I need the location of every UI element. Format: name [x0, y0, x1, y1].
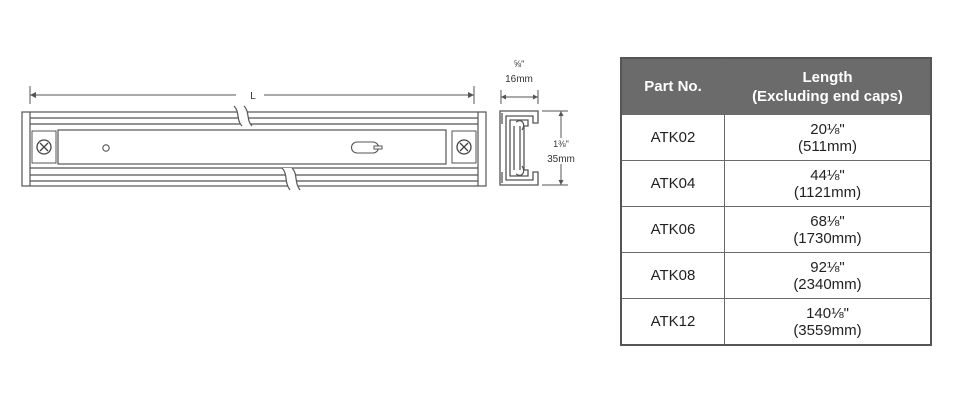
length-cell: 92⅛" (2340mm) [724, 252, 932, 299]
header-part-no: Part No. [620, 57, 725, 115]
part-number-cell: ATK06 [620, 206, 725, 253]
part-number-cell: ATK12 [620, 298, 725, 346]
width-dimension [500, 90, 539, 104]
height-dimension [542, 110, 568, 186]
end-plate-right [451, 130, 477, 164]
length-cell: 44⅛" (1121mm) [724, 160, 932, 207]
table-row: ATK08 92⅛" (2340mm) [620, 252, 932, 299]
part-number-cell: ATK02 [620, 114, 725, 161]
part-length-table: Part No. Length (Excluding end caps) ATK… [620, 57, 932, 346]
length-cell: 20⅛" (511mm) [724, 114, 932, 161]
height-fraction-label: 1⅜" [553, 139, 569, 149]
length-cell: 140⅛" (3559mm) [724, 298, 932, 346]
mounting-hole [102, 144, 110, 152]
table-row: ATK04 44⅛" (1121mm) [620, 160, 932, 207]
track-cross-section [499, 110, 539, 186]
length-dimension [29, 86, 475, 104]
table-row: ATK06 68⅛" (1730mm) [620, 206, 932, 253]
track-front-view [21, 111, 487, 187]
table-row: ATK02 20⅛" (511mm) [620, 114, 932, 161]
track-technical-drawing: L [21, 59, 575, 191]
width-mm-label: 16mm [505, 74, 533, 85]
length-label: L [250, 91, 256, 102]
end-plate-left [31, 130, 57, 164]
part-number-cell: ATK08 [620, 252, 725, 299]
height-mm-label: 35mm [547, 154, 575, 165]
break-mark-lower [281, 167, 301, 191]
break-mark-upper [233, 105, 253, 127]
part-number-cell: ATK04 [620, 160, 725, 207]
header-length: Length (Excluding end caps) [724, 57, 932, 115]
table-header-row: Part No. Length (Excluding end caps) [620, 57, 932, 115]
width-fraction-label: ⅝" [514, 59, 525, 69]
keyhole-slot [351, 141, 379, 154]
length-cell: 68⅛" (1730mm) [724, 206, 932, 253]
table-row: ATK12 140⅛" (3559mm) [620, 298, 932, 346]
